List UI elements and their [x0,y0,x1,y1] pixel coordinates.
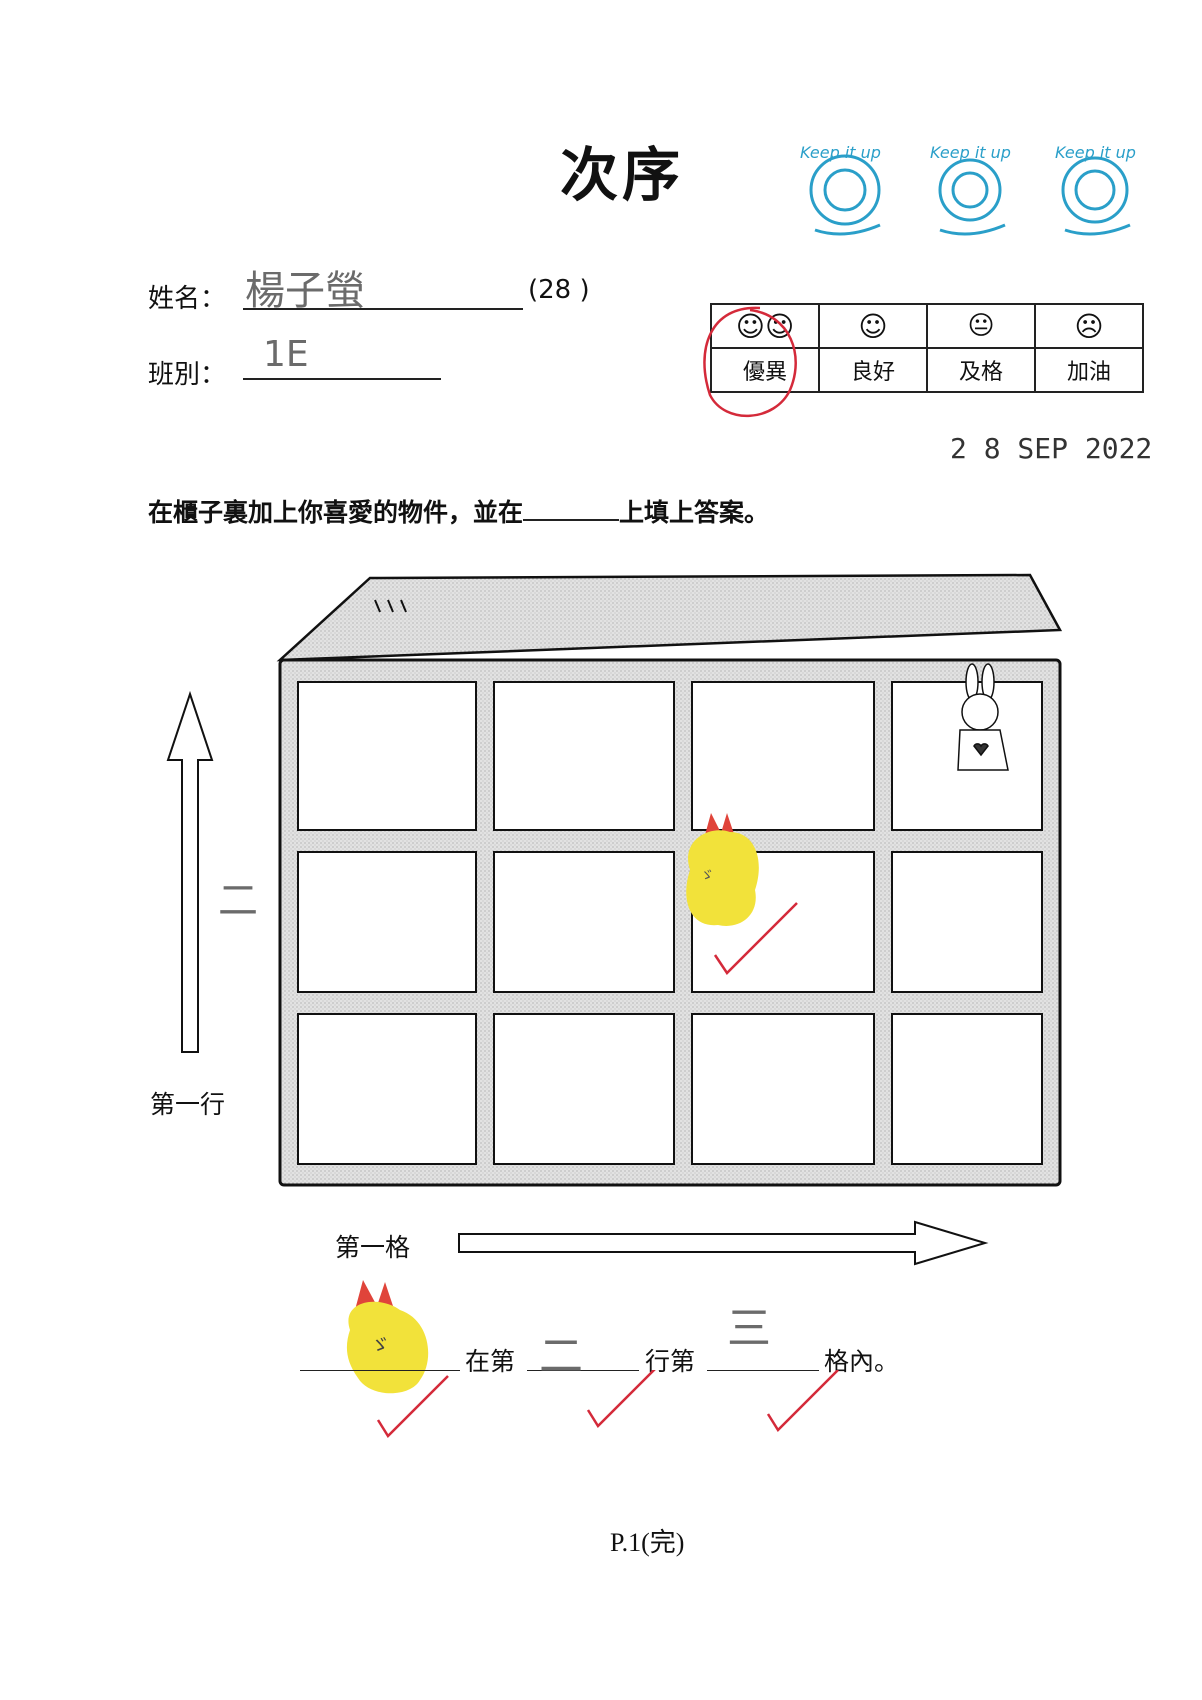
cell-r2-c2 [493,851,675,993]
cell-r2-c4 [891,851,1043,993]
face-try-icon: ☹ [1034,303,1144,349]
instruction-part2: 上填上答案。 [619,498,770,527]
date-stamp: 2 8 SEP 2022 [950,432,1153,465]
class-field[interactable]: 1E [243,334,441,380]
answer-checks [376,1370,839,1438]
class-number: (28 ) [528,275,590,305]
rating-good[interactable]: 良好 [818,347,928,393]
cell-r1-c2 [493,1013,675,1165]
name-field[interactable]: 楊子螢 [243,258,523,314]
worksheet-title: 次序 [560,141,685,209]
row-axis-answer: 二 [218,878,258,924]
name-label: 姓名： [148,284,227,314]
name-value: 楊子螢 [245,268,365,314]
cell-r1-c4 [891,1013,1043,1165]
stamp-3 [1061,156,1131,236]
cell-r3-c2 [493,681,675,831]
svg-text:ゞ: ゞ [700,868,714,884]
instruction-part1: 在櫃子裏加上你喜愛的物件，並在 [148,498,524,527]
up-arrow-icon [166,690,214,1053]
check-1-icon [376,1375,449,1438]
column-label: 第一格 [335,1233,411,1262]
stamp-1 [809,154,881,236]
page-number: P.1(完) [610,1528,685,1557]
object-blank[interactable] [300,1370,460,1371]
cabinet-top [276,573,1063,662]
cell-answer-value: 三 [727,1303,771,1354]
chick-drawing-icon: ゞ [686,813,759,926]
stamp-2 [938,158,1006,236]
cell-r3-c3 [691,681,875,831]
cell-r1-c3 [691,1013,875,1165]
svg-text:ゞ: ゞ [370,1333,390,1357]
instruction-blank [523,497,620,521]
check-cabinet-icon [713,902,798,975]
row-label: 第一行 [150,1090,226,1119]
instruction: 在櫃子裏加上你喜愛的物件，並在 上填上答案。 [148,493,769,529]
check-2-icon [586,1370,656,1428]
rating-pass[interactable]: 及格 [926,347,1036,393]
class-value: 1E [263,334,309,375]
row-answer-blank[interactable]: 二 [527,1331,639,1382]
cell-answer-blank[interactable]: 三 [707,1303,819,1371]
face-pass-icon: 😐 [926,303,1036,349]
cell-r2-c1 [297,851,477,993]
row-answer-value: 二 [539,1331,583,1382]
svg-text:Keep it up: Keep it up [1055,143,1136,162]
cell-r1-c1 [297,1013,477,1165]
cabinet-compartments [297,681,1043,1165]
selected-rating-circle [703,306,797,418]
answer-in-label: 在第 [465,1347,516,1376]
rating-excellent[interactable]: 優異 [710,347,820,393]
right-arrow-icon [458,1220,989,1266]
cell-r3-c1 [297,681,477,831]
svg-text:Keep it up: Keep it up [930,143,1011,162]
rating-try[interactable]: 加油 [1034,347,1144,393]
face-good-icon: ☺ [818,303,928,349]
bunny-sticker-icon [957,663,1009,771]
cabinet: ゞ [276,573,1063,1187]
rating-table: ☺☺ ☺ 😐 ☹ 優異 良好 及格 加油 [710,303,1144,393]
check-3-icon [766,1370,839,1432]
class-label: 班別： [148,360,227,390]
svg-text:Keep it up: Keep it up [800,143,881,162]
keep-it-up-stamps: Keep it up Keep it up Keep it up [800,143,1136,236]
